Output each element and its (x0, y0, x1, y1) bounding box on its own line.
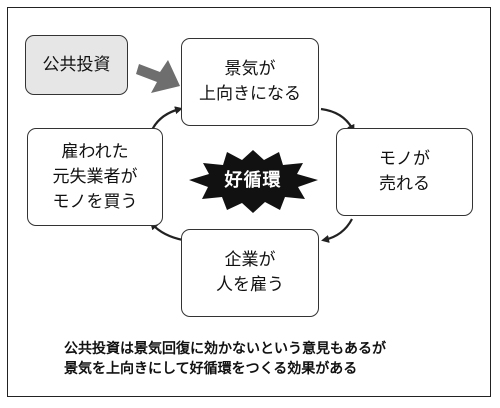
cycle-arrow-bottom-to-left (149, 221, 184, 242)
input-arrow (136, 60, 180, 93)
caption-line-1: 公共投資は景気回復に効かないという意見もあるが (64, 341, 386, 357)
hired-buy-line-3: モノを買う (52, 191, 138, 212)
hired-buy-line-2: 元失業者が (52, 166, 138, 187)
hired-buy-box: 雇われた 元失業者が モノを買う (27, 128, 163, 226)
companies-hire-line-1: 企業が (224, 250, 276, 270)
companies-hire-line-2: 人を雇う (216, 275, 284, 295)
caption-line-2: 景気を上向きにして好循環をつくる効果がある (64, 361, 358, 377)
public-investment-label: 公共投資 (42, 54, 111, 75)
goods-sell-box: モノが 売れる (336, 128, 473, 216)
cycle-arrow-right-to-bottom (321, 218, 353, 243)
economy-up-line-1: 景気が (224, 59, 276, 79)
center-burst-shape (189, 150, 318, 213)
caption: 公共投資は景気回復に効かないという意見もあるが 景気を上向きにして好循環をつくる… (64, 339, 484, 379)
public-investment-box: 公共投資 (25, 35, 128, 95)
goods-sell-line-2: 売れる (379, 174, 430, 194)
economy-up-box: 景気が 上向きになる (181, 38, 319, 126)
cycle-arrow-left-to-top (151, 106, 183, 131)
goods-sell-line-1: モノが (379, 149, 430, 169)
cycle-arrow-top-to-right (320, 107, 355, 133)
hired-buy-line-1: 雇われた (61, 141, 129, 162)
companies-hire-box: 企業が 人を雇う (181, 229, 319, 317)
virtuous-cycle-label: 好循環 (224, 170, 282, 191)
economy-up-line-2: 上向きになる (199, 84, 301, 104)
